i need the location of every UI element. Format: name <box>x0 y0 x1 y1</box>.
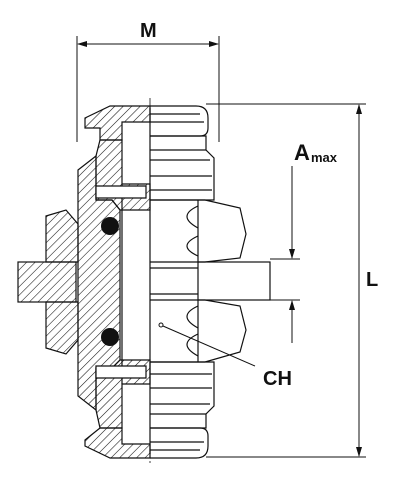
fitting-elevation-right <box>150 105 271 459</box>
dimension-l: L <box>206 103 378 458</box>
dimension-a-max: A max <box>270 140 338 343</box>
a-subscript: max <box>311 150 338 165</box>
m-label: M <box>140 20 157 42</box>
a-label: A <box>294 140 310 165</box>
dimension-m: M <box>76 20 220 142</box>
fitting-section-left <box>17 98 151 466</box>
dimension-ch: CH <box>158 322 292 390</box>
ch-label: CH <box>263 368 292 390</box>
l-label: L <box>366 269 378 291</box>
